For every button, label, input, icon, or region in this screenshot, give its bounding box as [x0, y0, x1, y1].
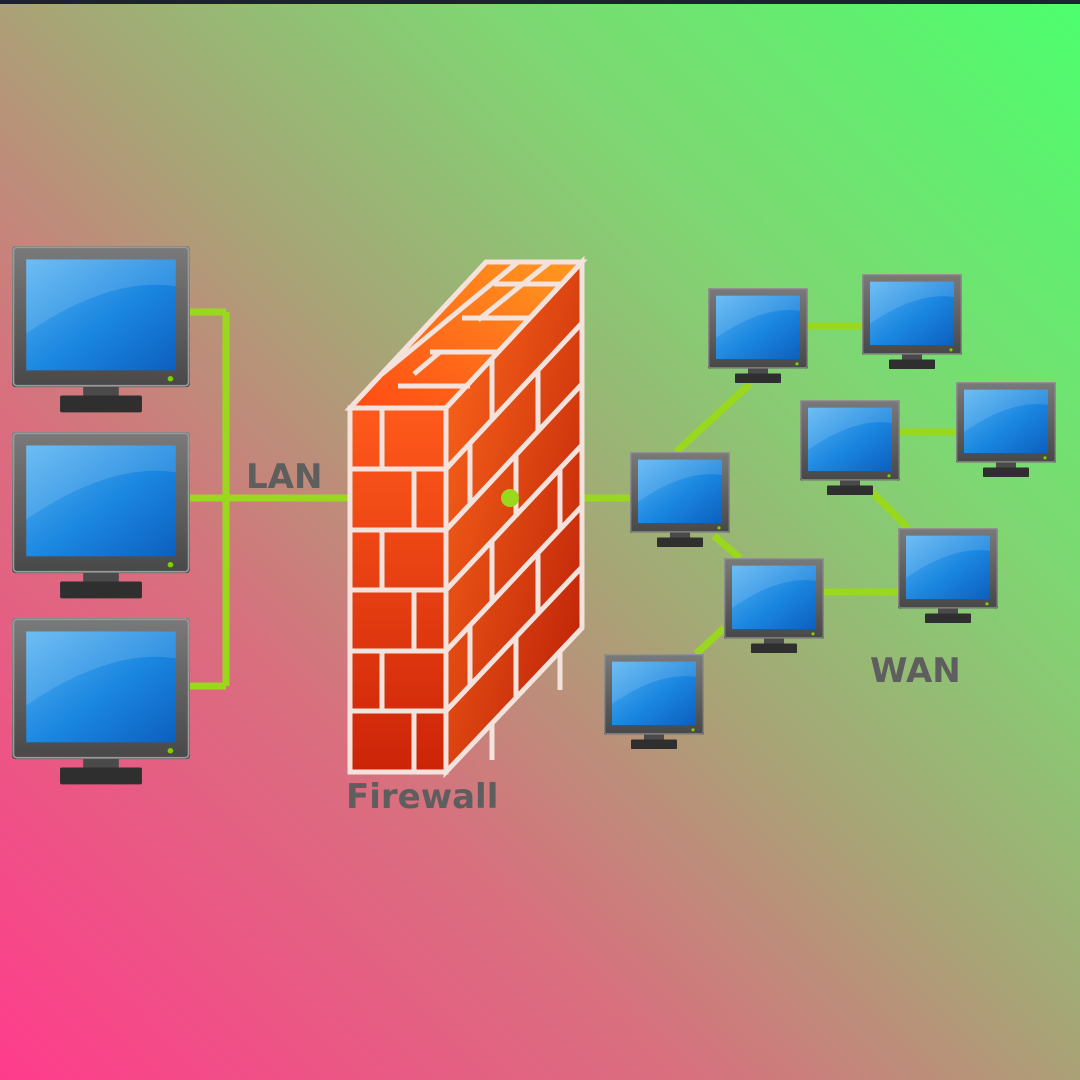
computer-icon — [898, 528, 998, 624]
computer-icon — [800, 400, 900, 496]
computer-icon — [630, 452, 730, 548]
computer-icon — [604, 654, 704, 750]
firewall-label: Firewall — [346, 777, 498, 817]
lan-label: LAN — [246, 457, 322, 497]
wan-computers — [604, 274, 1056, 750]
top-edge-bar — [0, 0, 1080, 4]
computer-icon — [724, 558, 824, 654]
computer-icon — [12, 432, 190, 600]
computer-icon — [862, 274, 962, 370]
lan-links — [190, 308, 350, 690]
wan-label: WAN — [870, 651, 961, 691]
computer-icon — [12, 246, 190, 414]
computer-icon — [956, 382, 1056, 478]
lan-computers — [12, 246, 190, 786]
brick-wall-icon — [344, 255, 588, 779]
computer-icon — [12, 618, 190, 786]
computer-icon — [708, 288, 808, 384]
